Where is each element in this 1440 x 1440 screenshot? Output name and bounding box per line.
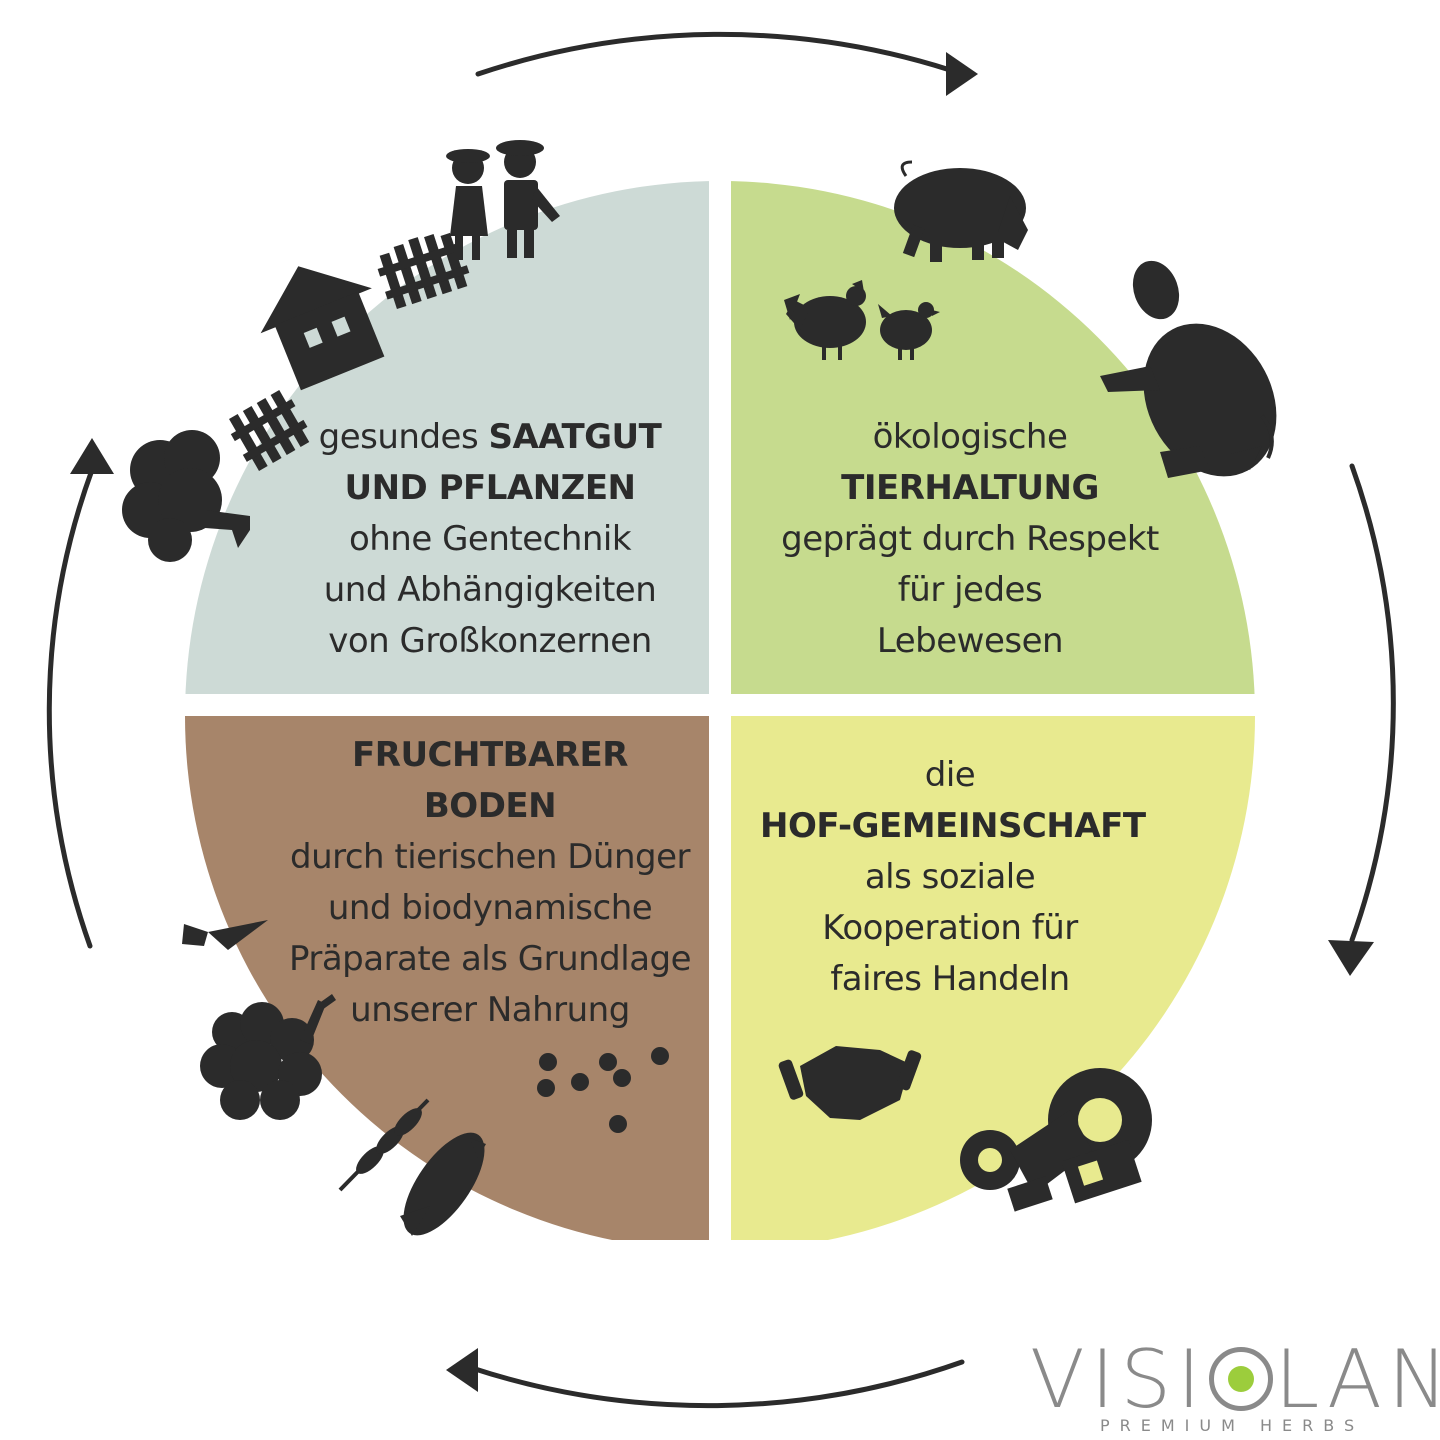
- text-line: unserer Nahrung: [280, 985, 700, 1036]
- seeds-icon: [537, 1047, 669, 1133]
- cow-icon: [1100, 260, 1277, 478]
- text-regular: Lebewesen: [876, 621, 1064, 661]
- farmer-couple-icon: [446, 140, 560, 260]
- text-bold: SAATGUT: [488, 417, 662, 457]
- text-bold: BODEN: [423, 786, 557, 826]
- wheat-icon: [338, 1098, 430, 1192]
- text-line: faires Handeln: [760, 954, 1140, 1005]
- text-bold: FRUCHTBARER: [352, 735, 628, 775]
- text-regular: von Großkonzernen: [328, 621, 652, 661]
- text-line: BODEN: [280, 781, 700, 832]
- logo-word-b: LAN: [1274, 1333, 1440, 1426]
- text-line: von Großkonzernen: [300, 616, 680, 667]
- handshake-icon: [778, 1046, 922, 1120]
- text-line: ohne Gentechnik: [300, 514, 680, 565]
- text-line: TIERHALTUNG: [760, 463, 1180, 514]
- cycle-arrow-top: [475, 31, 953, 77]
- arrowhead-top: [946, 52, 978, 96]
- text-line: und biodynamische: [280, 883, 700, 934]
- text-line: als soziale: [760, 852, 1140, 903]
- text-regular: unserer Nahrung: [350, 990, 630, 1030]
- corn-icon: [400, 1132, 486, 1236]
- arrowhead-right: [1328, 940, 1374, 976]
- rooster-icon: [784, 280, 866, 360]
- text-regular: faires Handeln: [830, 959, 1070, 999]
- cycle-arrow-left: [46, 467, 95, 949]
- text-line: Kooperation für: [760, 903, 1140, 954]
- arrowhead-left: [70, 438, 114, 474]
- fence-icon: [229, 390, 310, 471]
- logo-word-a: VISI: [1030, 1333, 1207, 1426]
- pig-icon: [894, 160, 1028, 262]
- text-line: Lebewesen: [760, 616, 1180, 667]
- fence-icon: [377, 232, 470, 310]
- text-bold: HOF-GEMEINSCHAFT: [760, 806, 1146, 846]
- text-regular: durch tierischen Dünger: [289, 837, 691, 877]
- text-line: gesundes SAATGUT: [300, 412, 680, 463]
- text-regular: für jedes: [897, 570, 1043, 610]
- text-bold: UND PFLANZEN: [344, 468, 636, 508]
- carrot-icon: [182, 920, 268, 950]
- text-regular: als soziale: [864, 857, 1036, 897]
- text-bold: TIERHALTUNG: [841, 468, 1099, 508]
- text-line: UND PFLANZEN: [300, 463, 680, 514]
- text-regular: die: [924, 755, 976, 795]
- logo-o-icon: [1208, 1347, 1273, 1411]
- tractor-icon: [960, 1068, 1152, 1212]
- text-line: ökologische: [760, 412, 1180, 463]
- text-regular: gesundes: [318, 417, 489, 457]
- text-regular: und Abhängigkeiten: [323, 570, 657, 610]
- text-regular: ökologische: [872, 417, 1068, 457]
- quadrant-seeds-text: gesundes SAATGUT UND PFLANZEN ohne Gentech…: [300, 412, 680, 667]
- farmhouse-icon: [260, 266, 385, 391]
- cycle-arrow-bottom: [469, 1359, 965, 1409]
- text-line: die: [760, 750, 1140, 801]
- text-line: FRUCHTBARER: [280, 730, 700, 781]
- arrowhead-bottom: [446, 1348, 478, 1392]
- quadrant-soil-text: FRUCHTBARER BODEN durch tierischen Dünger u…: [280, 730, 700, 1036]
- cycle-arrow-right: [1349, 463, 1396, 943]
- tree-icon: [122, 430, 250, 562]
- text-regular: Kooperation für: [822, 908, 1078, 948]
- text-line: für jedes: [760, 565, 1180, 616]
- text-line: geprägt durch Respekt: [760, 514, 1180, 565]
- text-line: durch tierischen Dünger: [280, 832, 700, 883]
- text-line: Präparate als Grundlage: [280, 934, 700, 985]
- text-regular: geprägt durch Respekt: [781, 519, 1159, 559]
- logo-subtitle: PREMIUM HERBS: [1100, 1416, 1365, 1435]
- text-line: HOF-GEMEINSCHAFT: [760, 801, 1146, 852]
- text-regular: und biodynamische: [327, 888, 653, 928]
- root-tree-icon: [200, 994, 336, 1120]
- text-regular: Präparate als Grundlage: [288, 939, 692, 979]
- hen-icon: [878, 302, 940, 360]
- text-line: und Abhängigkeiten: [300, 565, 680, 616]
- text-regular: ohne Gentechnik: [348, 519, 632, 559]
